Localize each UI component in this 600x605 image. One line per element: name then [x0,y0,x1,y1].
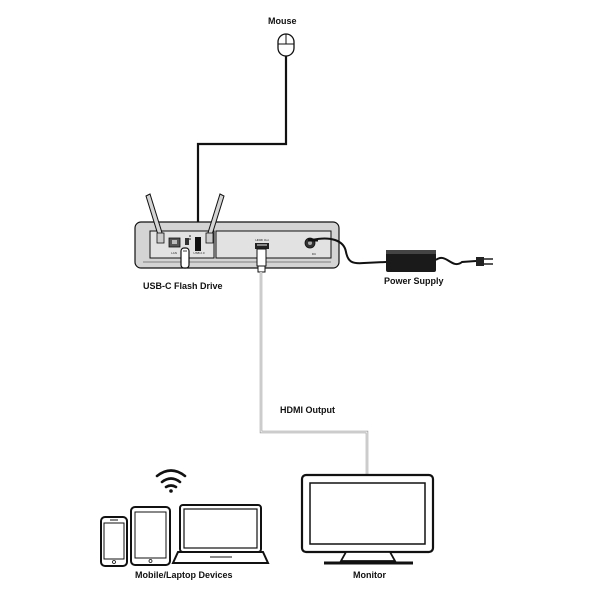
power-cable-ac [435,257,477,265]
lan-port-icon [168,237,181,248]
power-plug-icon [476,257,493,266]
hdmi-port-icon [255,243,269,249]
tablet-icon [130,506,171,566]
mouse-label: Mouse [268,16,297,26]
phone-icon [100,516,128,567]
monitor-icon [300,473,435,565]
hdmi-output-label: HDMI Output [280,405,335,415]
hdmi-connector-icon [256,248,267,273]
usb-port-icon [185,235,201,251]
laptop-icon [171,504,270,564]
power-cable-dc [311,237,387,265]
power-adapter-icon [386,250,436,272]
mouse-icon [277,33,295,57]
usb-port-label: USB 2.0 [193,251,205,255]
hdmi-cable [259,272,369,476]
usb-c-flash-drive-icon [180,247,190,269]
mouse-cable [196,56,288,236]
antenna-right-icon [205,193,225,244]
power-supply-label: Power Supply [384,276,444,286]
antenna-left-icon [145,193,165,244]
dc-port-label: DC [312,252,317,256]
monitor-label: Monitor [353,570,386,580]
wifi-icon [155,469,187,493]
hdmi-port-label: HDMI Out [255,238,269,242]
flash-drive-label: USB-C Flash Drive [143,281,223,291]
mobile-laptop-label: Mobile/Laptop Devices [135,570,233,580]
lan-port-label: LAN [171,251,177,255]
